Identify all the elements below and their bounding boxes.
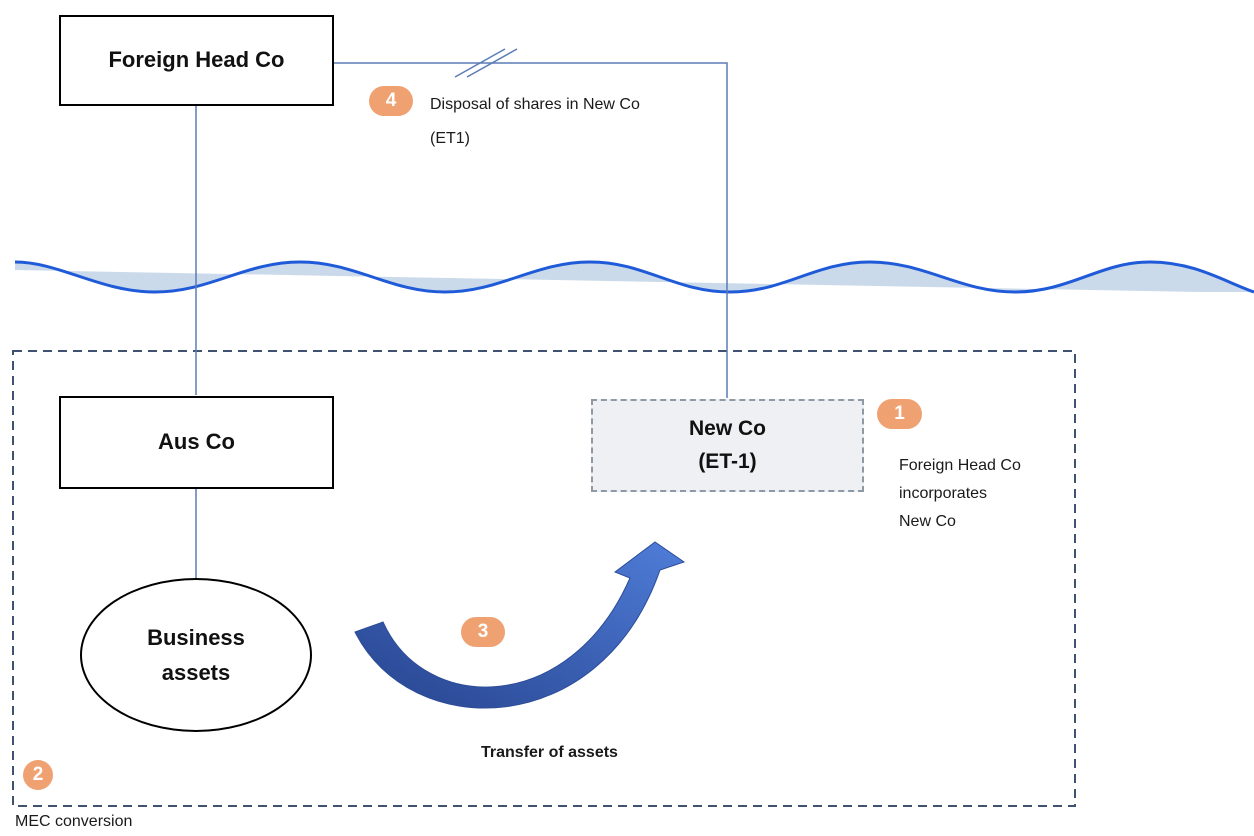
step-4-note-line1: Disposal of shares in New Co bbox=[430, 96, 640, 113]
step-3-note: Transfer of assets bbox=[481, 744, 618, 761]
new-co-subtitle: (ET-1) bbox=[698, 449, 757, 473]
step-2-badge: 2 bbox=[23, 760, 53, 790]
step-3-badge: 3 bbox=[461, 617, 505, 647]
step-2-note: MEC conversion bbox=[15, 813, 133, 830]
foreign-head-co-label: Foreign Head Co bbox=[108, 47, 285, 73]
step-1-note-line3: New Co bbox=[899, 513, 956, 530]
transfer-arrow bbox=[354, 541, 686, 709]
step-1-note-line2: incorporates bbox=[899, 485, 988, 502]
disposal-cut-mark-1 bbox=[454, 48, 506, 78]
waterline-wave bbox=[14, 260, 1254, 294]
step-4-note-line2: (ET1) bbox=[430, 130, 470, 147]
step-4-badge: 4 bbox=[369, 86, 413, 116]
step-4-note: Disposal of shares in New Co (ET1) bbox=[430, 88, 640, 156]
mec-group-boundary bbox=[12, 350, 1076, 807]
connector-foreign-to-newco bbox=[333, 62, 728, 398]
step-1-note: Foreign Head Co incorporates New Co bbox=[899, 452, 1021, 536]
aus-co-label: Aus Co bbox=[158, 429, 235, 455]
step-1-badge: 1 bbox=[877, 399, 922, 429]
business-assets-label-line1: Business bbox=[147, 624, 245, 650]
aus-co-box: Aus Co bbox=[59, 396, 334, 489]
business-assets-ellipse: Business assets bbox=[80, 578, 312, 732]
water-band bbox=[15, 262, 1254, 292]
new-co-label: New Co bbox=[688, 416, 766, 440]
business-assets-label-line2: assets bbox=[161, 660, 231, 685]
disposal-cut-mark-2 bbox=[466, 48, 518, 78]
step-1-note-line1: Foreign Head Co bbox=[899, 457, 1021, 474]
foreign-head-co-box: Foreign Head Co bbox=[59, 15, 334, 106]
new-co-box: New Co (ET-1) bbox=[591, 399, 864, 492]
